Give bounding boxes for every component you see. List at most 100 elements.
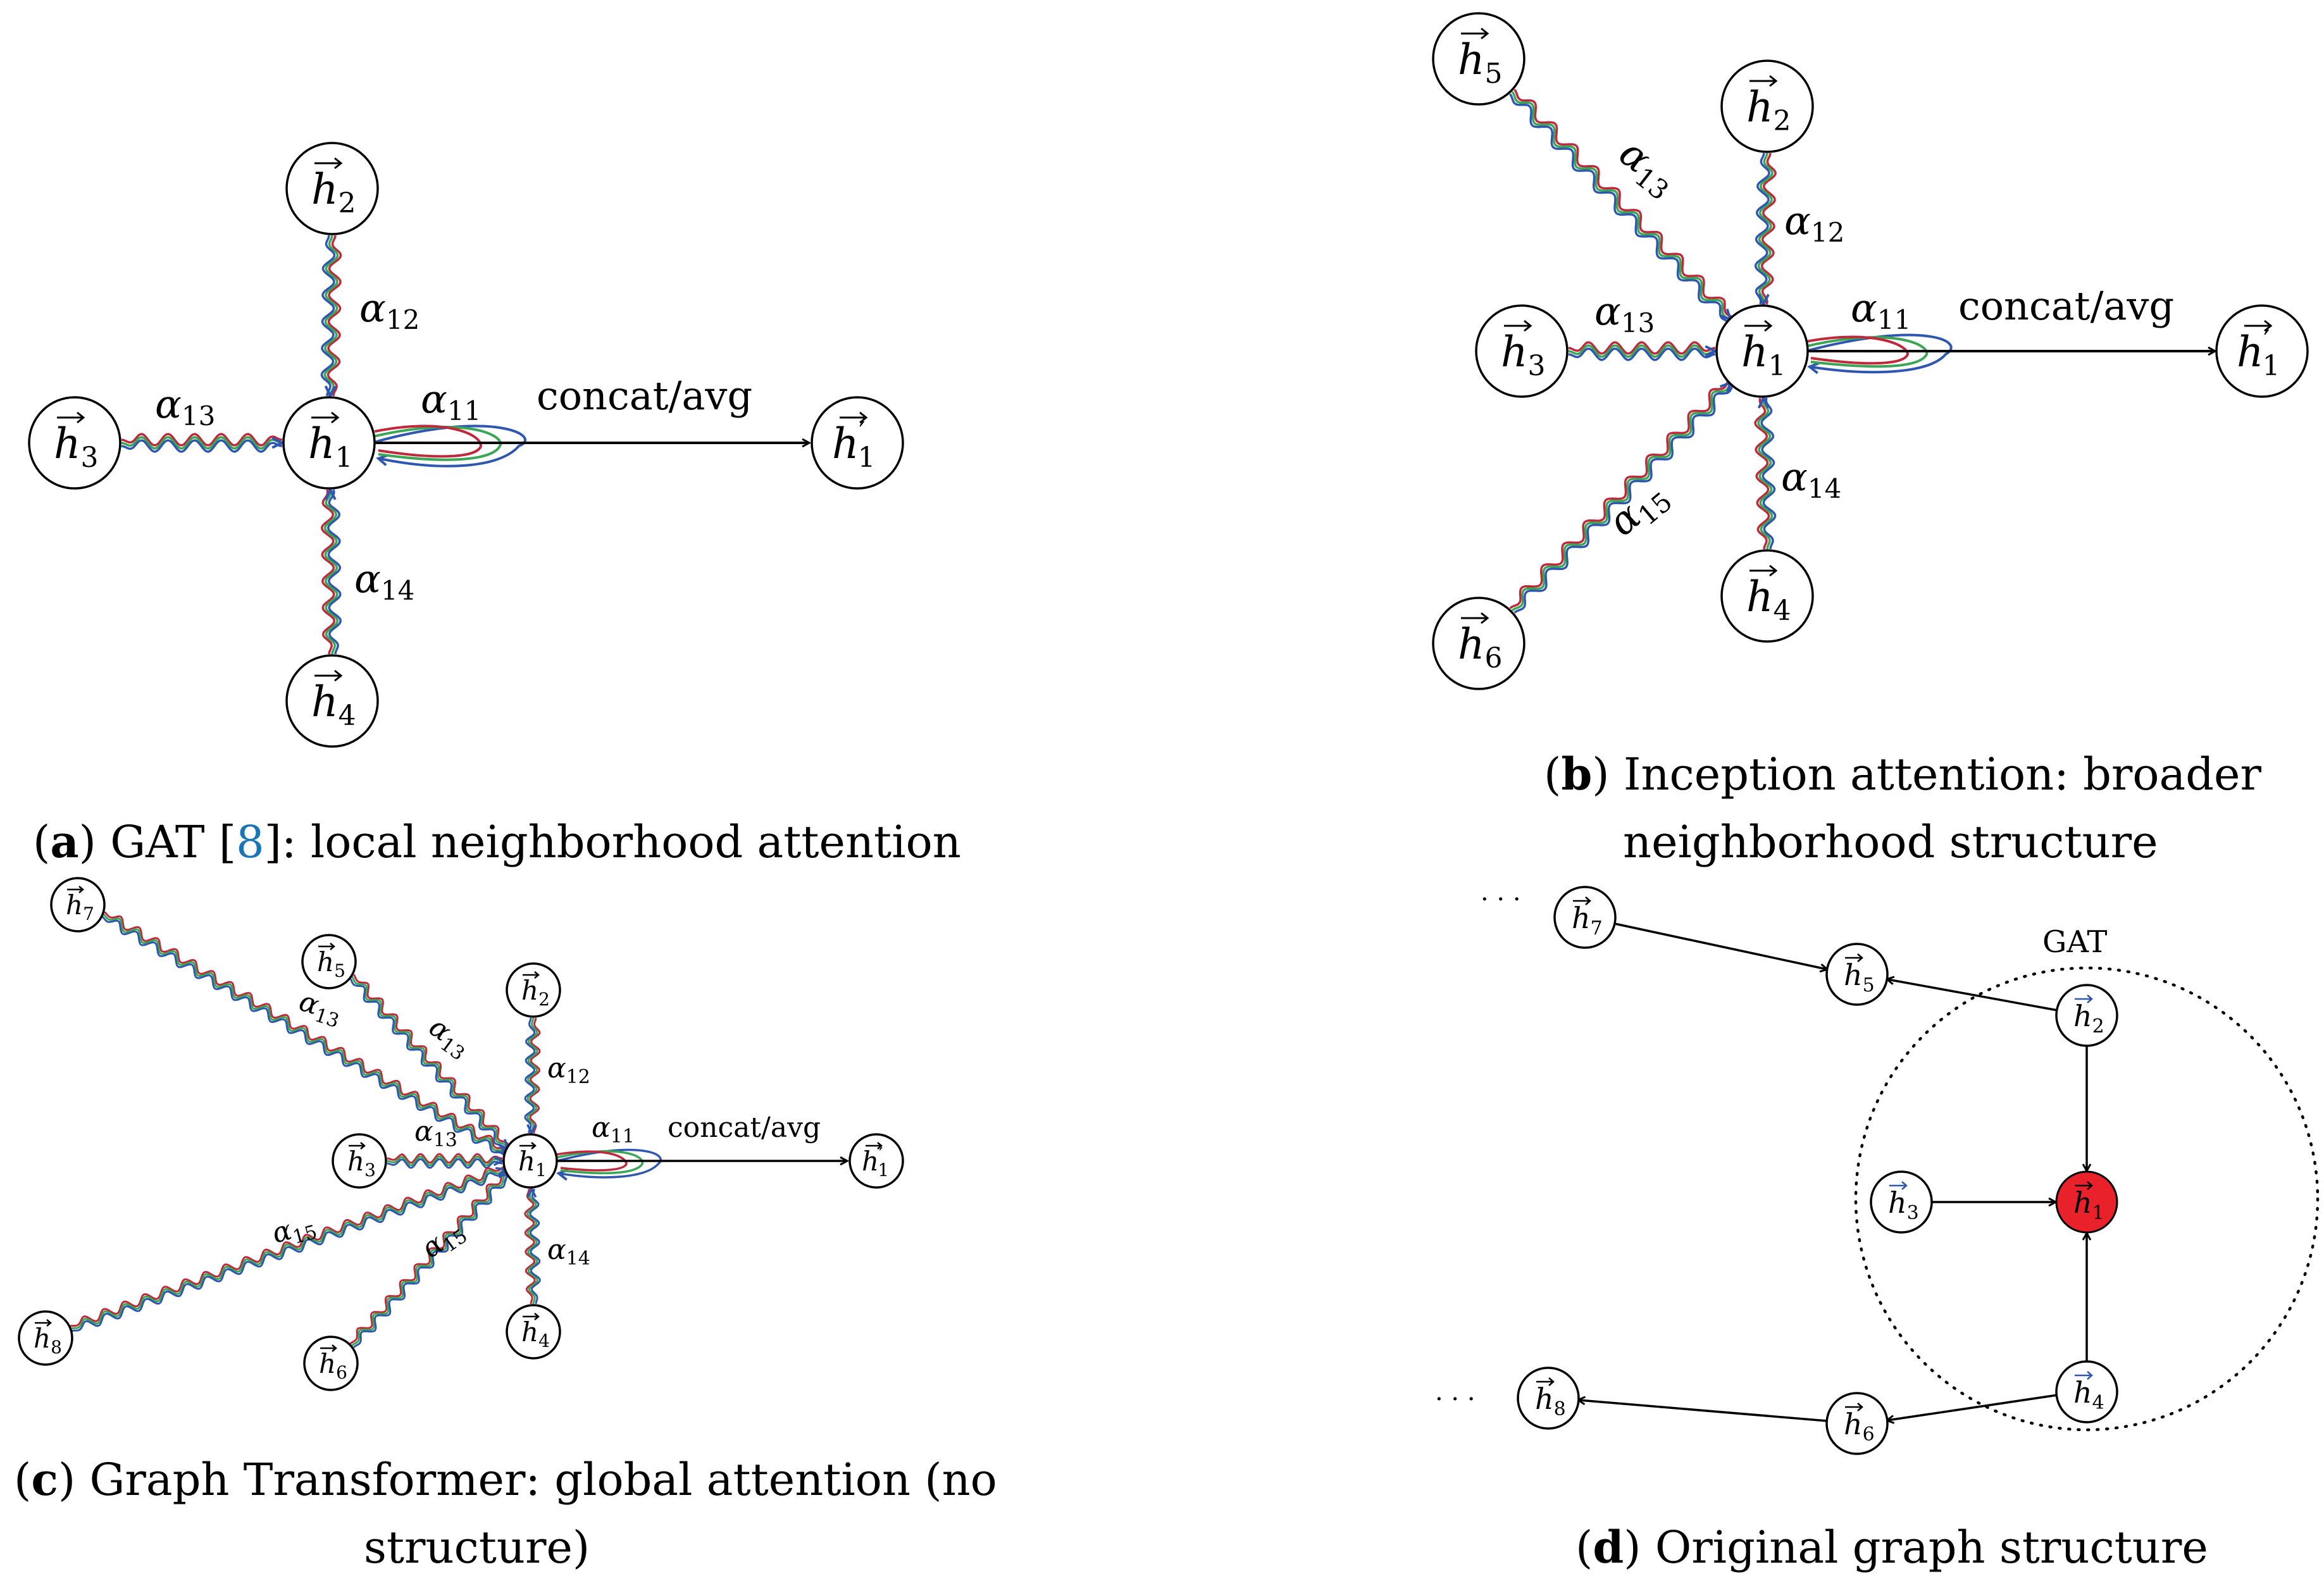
- ellipsis-bottom: · · ·: [1435, 1385, 1476, 1414]
- caption-b-line1: (b) Inception attention: broader: [1544, 748, 2261, 800]
- alpha-12-label-a: α12: [359, 285, 419, 335]
- edge-h7-h5-d: [1614, 922, 1827, 969]
- wave-h5-h1-c: [349, 974, 511, 1151]
- caption-a: (a) GAT [8]: local neighborhood attentio…: [33, 815, 961, 868]
- svg-text:h3: h3: [347, 1146, 376, 1181]
- alpha-11-label-a: α11: [421, 376, 481, 426]
- gat-circle-label: GAT: [2042, 924, 2107, 960]
- svg-text:h4: h4: [2073, 1375, 2104, 1414]
- alpha-14-label-b: α14: [1781, 454, 1841, 504]
- node-h5-d: h5: [1825, 943, 1889, 1006]
- node-h6-b: h6: [1432, 597, 1526, 690]
- concat-label-c: concat/avg: [668, 1112, 821, 1144]
- svg-text:h8: h8: [1535, 1382, 1566, 1420]
- svg-text:h2: h2: [2073, 999, 2104, 1038]
- alpha-14-label-c: α14: [547, 1234, 590, 1270]
- wave-h4-h1-a: [320, 487, 342, 655]
- wave-h8-h1-c: [70, 1165, 507, 1332]
- svg-text:h5: h5: [1844, 958, 1875, 996]
- alpha-13-label-c-left: α13: [414, 1115, 457, 1151]
- wave-h3-h1-b: [1568, 341, 1718, 361]
- svg-text:h2: h2: [521, 975, 550, 1010]
- alpha-12-label-c: α12: [547, 1052, 590, 1088]
- svg-text:h6: h6: [1844, 1407, 1875, 1446]
- node-h5-b: h5: [1432, 12, 1526, 106]
- self-loop-b: [1803, 333, 1953, 373]
- node-h8-d: h8: [1517, 1367, 1580, 1430]
- self-loop-a: [371, 425, 526, 468]
- svg-text:h2: h2: [311, 165, 356, 220]
- node-h7-d: h7: [1553, 886, 1617, 949]
- alpha-13-label-a: α13: [155, 381, 215, 431]
- svg-text:h2: h2: [1746, 83, 1791, 137]
- node-h1-b: h1: [1715, 304, 1809, 398]
- node-h2-d: h2: [2055, 984, 2118, 1047]
- node-h4-b: h4: [1720, 549, 1814, 643]
- alpha-15-label-c-diag: α15: [416, 1213, 471, 1268]
- attention-waves: [70, 89, 1777, 1348]
- concat-label-a: concat/avg: [537, 373, 752, 419]
- wave-h6-h1-b: [1509, 380, 1734, 614]
- caption-d: (d) Original graph structure: [1575, 1521, 2208, 1573]
- node-h1-c: h1: [502, 1133, 558, 1189]
- node-h5-c: h5: [301, 934, 357, 989]
- svg-text:h7: h7: [66, 890, 94, 924]
- node-h1-d: h1: [2055, 1170, 2118, 1234]
- node-h1prime-a: h′1: [811, 396, 904, 490]
- svg-text:h8: h8: [34, 1323, 62, 1358]
- node-h6-c: h6: [303, 1336, 359, 1391]
- node-h2-c: h2: [506, 962, 561, 1018]
- wave-h2-h1-b: [1754, 152, 1777, 307]
- svg-text:h3: h3: [1501, 328, 1546, 382]
- svg-text:h3: h3: [54, 419, 99, 474]
- caption-c-line1: (c) Graph Transformer: global attention …: [14, 1453, 997, 1506]
- node-h1-a: h1: [282, 396, 376, 490]
- svg-text:h1: h1: [308, 419, 353, 474]
- svg-text:h4: h4: [311, 678, 356, 732]
- panel-a: concat/avg α11 α12 α13 α14 h2 h3 h1 h4 h…: [28, 142, 961, 868]
- graph-edges: [1579, 922, 2087, 1422]
- node-h2-b: h2: [1720, 59, 1814, 153]
- edge-h2-h5-d: [1887, 979, 2058, 1012]
- caption-c-line2: structure): [364, 1522, 590, 1573]
- edge-h6-h8-d: [1579, 1400, 1828, 1422]
- node-h6-d: h6: [1825, 1392, 1889, 1455]
- svg-text:h1: h1: [1741, 328, 1786, 382]
- node-h2-a: h2: [285, 142, 379, 235]
- concat-label-b: concat/avg: [1958, 283, 2174, 329]
- alpha-13-label-b-left: α13: [1594, 288, 1655, 338]
- node-h4-a: h4: [285, 654, 379, 748]
- svg-text:h7: h7: [1572, 901, 1603, 939]
- svg-text:h4: h4: [521, 1317, 550, 1351]
- svg-text:h1: h1: [2073, 1186, 2104, 1224]
- node-h4-d: h4: [2055, 1360, 2118, 1423]
- gat-neighborhood-circle: [1854, 966, 2320, 1432]
- svg-text:h5: h5: [317, 946, 345, 981]
- wave-h3-h1-a: [121, 433, 285, 453]
- node-h3-d: h3: [1870, 1170, 1933, 1234]
- wave-h5-h1-b: [1509, 89, 1734, 323]
- edge-h4-h6-d: [1887, 1394, 2058, 1420]
- wave-h4-h1-c: [524, 1186, 541, 1305]
- svg-text:h4: h4: [1746, 573, 1791, 627]
- node-h3-a: h3: [28, 396, 121, 490]
- caption-b-line2: neighborhood structure: [1623, 816, 2158, 868]
- wave-h2-h1-a: [320, 235, 342, 399]
- node-h7-c: h7: [50, 877, 106, 933]
- node-h3-b: h3: [1475, 304, 1569, 398]
- node-h3-c: h3: [332, 1133, 387, 1189]
- svg-text:h′1: h′1: [832, 416, 876, 474]
- panel-b: concat/avg α11 α12 α13 α13 α14 α15 h5 h2…: [1432, 12, 2309, 868]
- alpha-11-label-b: α11: [1851, 285, 1911, 335]
- wave-h3-h1-c: [387, 1153, 506, 1169]
- svg-text:h′1: h′1: [862, 1144, 889, 1181]
- node-h8-c: h8: [18, 1310, 73, 1366]
- alpha-11-label-c: α11: [592, 1112, 635, 1148]
- svg-text:h6: h6: [1458, 620, 1503, 674]
- alpha-13-label-c-diag: α13: [421, 1011, 476, 1065]
- node-h1prime-c: h′1: [848, 1133, 904, 1189]
- svg-text:h5: h5: [1458, 35, 1503, 90]
- alpha-15-label-b: α15: [1600, 471, 1678, 549]
- alpha-14-label-a: α14: [354, 555, 414, 606]
